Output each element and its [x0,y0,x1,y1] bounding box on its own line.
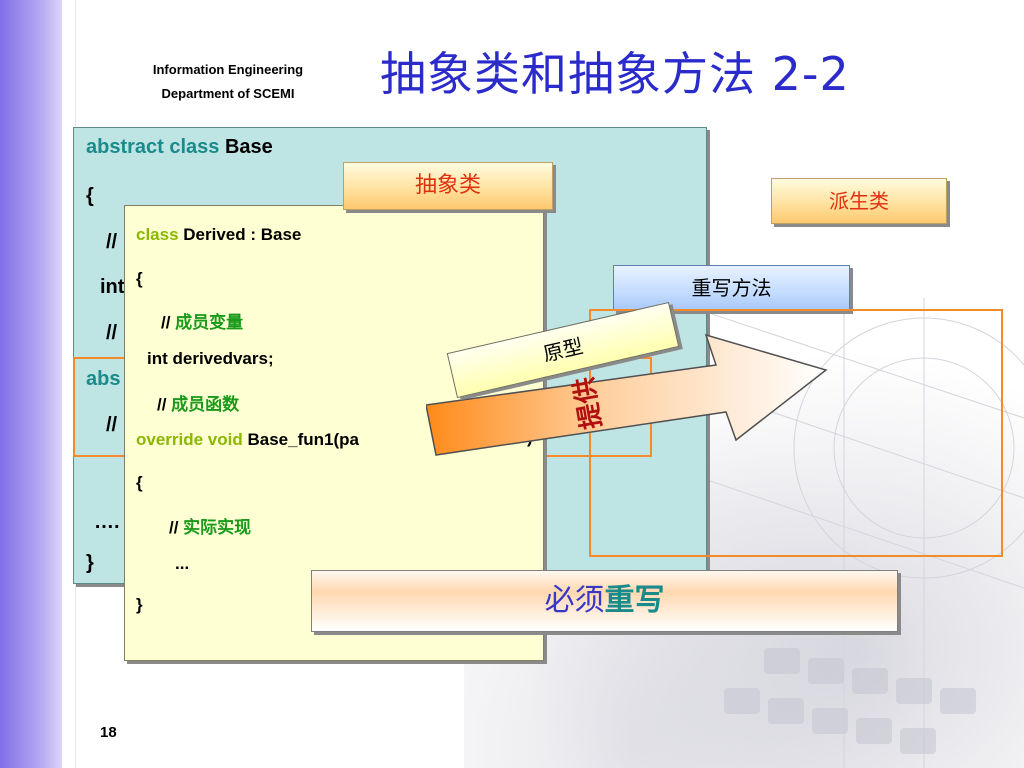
must-text: 必须 [544,583,605,618]
base-class-name: Base [219,136,273,158]
abstract-class-label: 抽象类 [343,162,553,210]
base-code-line-6: abs [86,368,121,390]
derived-code-line-2: { [136,269,143,288]
slide-title: 抽象类和抽象方法 2-2 [380,47,850,101]
derived-code-line-10: } [136,595,143,614]
comment-actual-impl: 实际实现 [183,518,252,537]
base-code-line-4: int [100,276,125,298]
derived-code-line-5: // 成员函数 [157,390,239,415]
comment-slash: // [161,313,176,332]
department-line-2: Department of SCEMI [161,86,295,101]
override-keyword: override void [136,430,243,449]
base-code-line-8: …. [94,511,120,533]
base-keyword: abstract class [86,136,220,158]
comment-member-vars: 成员变量 [175,313,244,332]
base-code-line-2: { [86,185,94,207]
base-code-line-3: // [106,231,118,253]
derived-code-line-9: ... [175,554,190,573]
comment-slash: // [169,518,184,537]
provide-arrow-icon [426,333,828,456]
derived-class-label: 派生类 [771,178,947,224]
derived-code-line-6: override void Base_fun1(pa [136,430,359,450]
left-decor-bar [0,0,62,768]
must-override-banner: 必须重写 [311,570,898,632]
department-line-1: Information Engineering [152,62,304,77]
derived-code-line-1: class Derived : Base [136,225,301,245]
derived-method-frame [589,309,1003,557]
base-code-line-5: // [106,322,118,344]
base-code-line-7: // [106,414,118,436]
comment-slash: // [157,395,172,414]
derived-code-line-7: { [136,473,143,492]
class-keyword: class [136,225,179,244]
override-text: 重写 [604,583,665,618]
page-number: 18 [100,724,117,741]
override-method-label: 重写方法 [613,265,850,311]
derived-class-decl: Derived : Base [178,225,302,244]
comment-member-funcs: 成员函数 [171,395,240,414]
base-code-line-9: } [86,552,94,574]
department-label: Information Engineering Department of SC… [118,58,338,106]
derived-code-line-4: int derivedvars; [147,349,274,368]
base-code-line-1: abstract class Base [86,136,273,159]
derived-code-line-3: // 成员变量 [161,308,243,333]
override-method-decl: Base_fun1(pa [242,430,359,449]
derived-code-line-8: // 实际实现 [169,513,251,538]
